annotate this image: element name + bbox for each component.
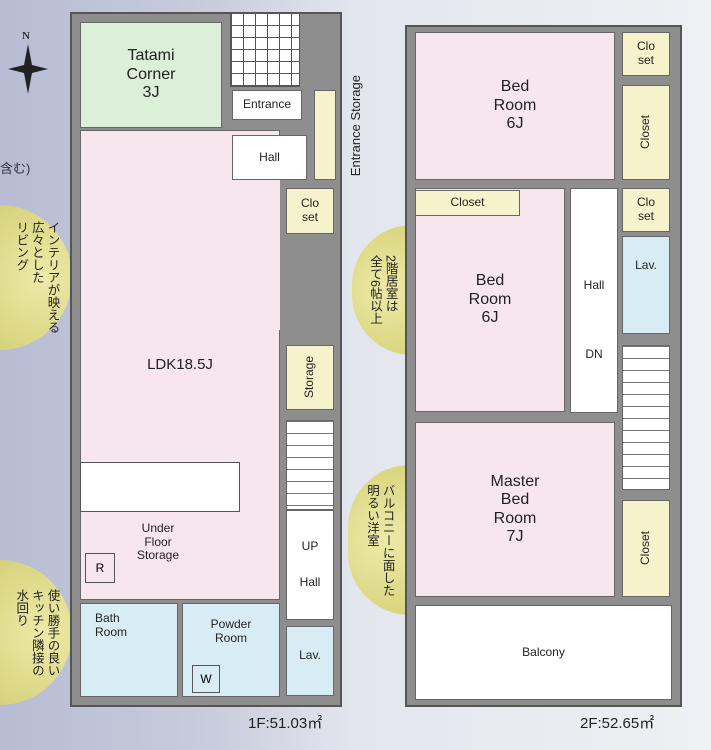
- bed2-label: Bed Room 6J: [468, 272, 512, 327]
- room-closet-b: Closet: [622, 85, 670, 180]
- room-hall: Hall: [232, 135, 307, 180]
- hall2-label: Hall: [299, 575, 321, 589]
- compass-star-icon: [8, 44, 48, 94]
- compass-north-label: N: [22, 30, 30, 42]
- room-closet-d: Clo set: [622, 188, 670, 232]
- room-bed1: Bed Room 6J: [415, 32, 615, 180]
- hall-2f-label: Hall: [583, 278, 605, 293]
- room-storage: Storage: [286, 345, 334, 410]
- room-hall-up: UP Hall: [286, 510, 334, 620]
- room-entrance-storage: [314, 90, 336, 180]
- kitchen-counter: [80, 462, 240, 512]
- washer-label: W: [200, 672, 212, 686]
- callout-water-text: 使い勝手の良い キッチン隣接の 水回り: [14, 588, 60, 677]
- powder-label: Powder Room: [210, 617, 252, 645]
- room-closet-a: Clo set: [622, 32, 670, 76]
- room-entrance[interactable]: Entrance: [232, 90, 302, 120]
- room-closet: Clo set: [286, 188, 334, 234]
- entrance-label: Entrance: [242, 97, 292, 112]
- room-lav-1f: Lav.: [286, 626, 334, 696]
- balcony-label: Balcony: [522, 644, 565, 659]
- callout-fragment: 含む): [0, 161, 31, 176]
- room-master: Master Bed Room 7J: [415, 422, 615, 597]
- dn-label: DN: [585, 347, 603, 361]
- stairs-2f: [622, 345, 670, 490]
- callout-rooms6: 2階居室は 全て6帖以上: [352, 225, 412, 355]
- closet-label: Clo set: [300, 196, 319, 224]
- bath-label: Bath Room: [95, 611, 128, 639]
- fridge-mark: R: [85, 553, 115, 583]
- callout-balcony: バルコニーに面した 明るい洋室: [348, 465, 410, 615]
- ldk-extension: [232, 180, 280, 330]
- room-tatami: Tatami Corner 3J: [80, 22, 222, 128]
- callout-rooms6-text: 2階居室は 全て6帖以上: [368, 255, 398, 325]
- room-bed2: Bed Room 6J: [415, 188, 565, 412]
- callout-water: 使い勝手の良い キッチン隣接の 水回り: [0, 560, 72, 705]
- bed1-label: Bed Room 6J: [493, 78, 537, 133]
- up-label: UP: [301, 539, 319, 554]
- stairs-1f: [286, 420, 334, 510]
- ldk-label: LDK18.5J: [147, 356, 213, 374]
- lav-1f-label: Lav.: [299, 648, 321, 662]
- entrance-storage-label: Entrance Storage: [348, 75, 363, 177]
- compass: N: [8, 30, 48, 100]
- closet-b-label: Closet: [638, 115, 653, 150]
- room-balcony: Balcony: [415, 605, 672, 700]
- under-floor-storage: Under Floor Storage: [118, 515, 198, 570]
- lav-2f-label: Lav.: [635, 258, 657, 272]
- storage-label: Storage: [302, 356, 317, 399]
- room-bath: Bath Room: [80, 603, 178, 697]
- floor2-area: 2F:52.65㎡: [580, 715, 655, 732]
- closet-e-label: Closet: [638, 531, 653, 566]
- callout-living: インテリアが映える 広々とした リビング: [0, 205, 72, 350]
- closet-a-label: Clo set: [636, 39, 655, 67]
- tatami-label: Tatami Corner 3J: [126, 47, 176, 102]
- closet-d-label: Clo set: [636, 195, 655, 223]
- entrance-tiles: [230, 12, 300, 87]
- fridge-label: R: [95, 561, 105, 575]
- room-powder: Powder Room: [182, 603, 280, 697]
- callout-balcony-text: バルコニーに面した 明るい洋室: [365, 483, 395, 597]
- room-closet-c: Closet: [415, 190, 520, 216]
- room-lav-2f: Lav.: [622, 236, 670, 334]
- room-closet-e: Closet: [622, 500, 670, 597]
- under-floor-label: Under Floor Storage: [136, 520, 180, 563]
- floor1-area: 1F:51.03㎡: [248, 715, 323, 732]
- closet-c-label: Closet: [450, 195, 485, 210]
- master-label: Master Bed Room 7J: [490, 472, 540, 545]
- washer-mark: W: [192, 665, 220, 693]
- callout-living-text: インテリアが映える 広々とした リビング: [14, 221, 60, 334]
- hall-label: Hall: [259, 149, 280, 164]
